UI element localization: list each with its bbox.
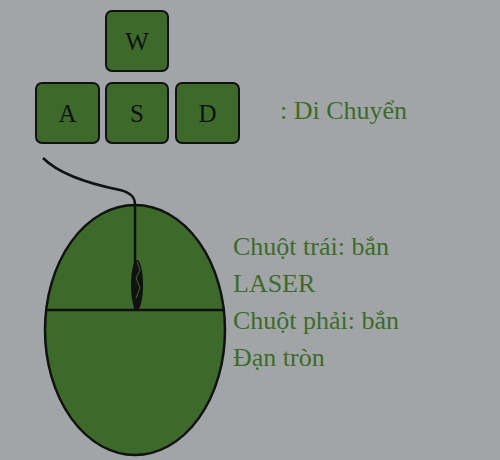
mouse-caption: Chuột trái: bắn LASER	[233, 228, 433, 302]
key-letter: S	[130, 101, 144, 126]
keyboard-key: A	[35, 82, 100, 144]
key-caption: : Di Chuyển	[280, 92, 490, 129]
mouse-body	[45, 205, 225, 455]
key-letter: D	[198, 101, 216, 126]
mouse-caption: Chuột phải: bắn Đạn tròn	[233, 302, 433, 376]
key-letter: A	[58, 101, 76, 126]
keyboard-key: D	[175, 82, 240, 144]
key-letter: W	[125, 29, 149, 54]
wheel-ridge	[136, 262, 140, 298]
mouse-cable	[43, 158, 135, 205]
scroll-wheel	[131, 260, 143, 310]
keyboard-key: W	[105, 10, 169, 72]
keyboard-key: S	[105, 82, 169, 144]
